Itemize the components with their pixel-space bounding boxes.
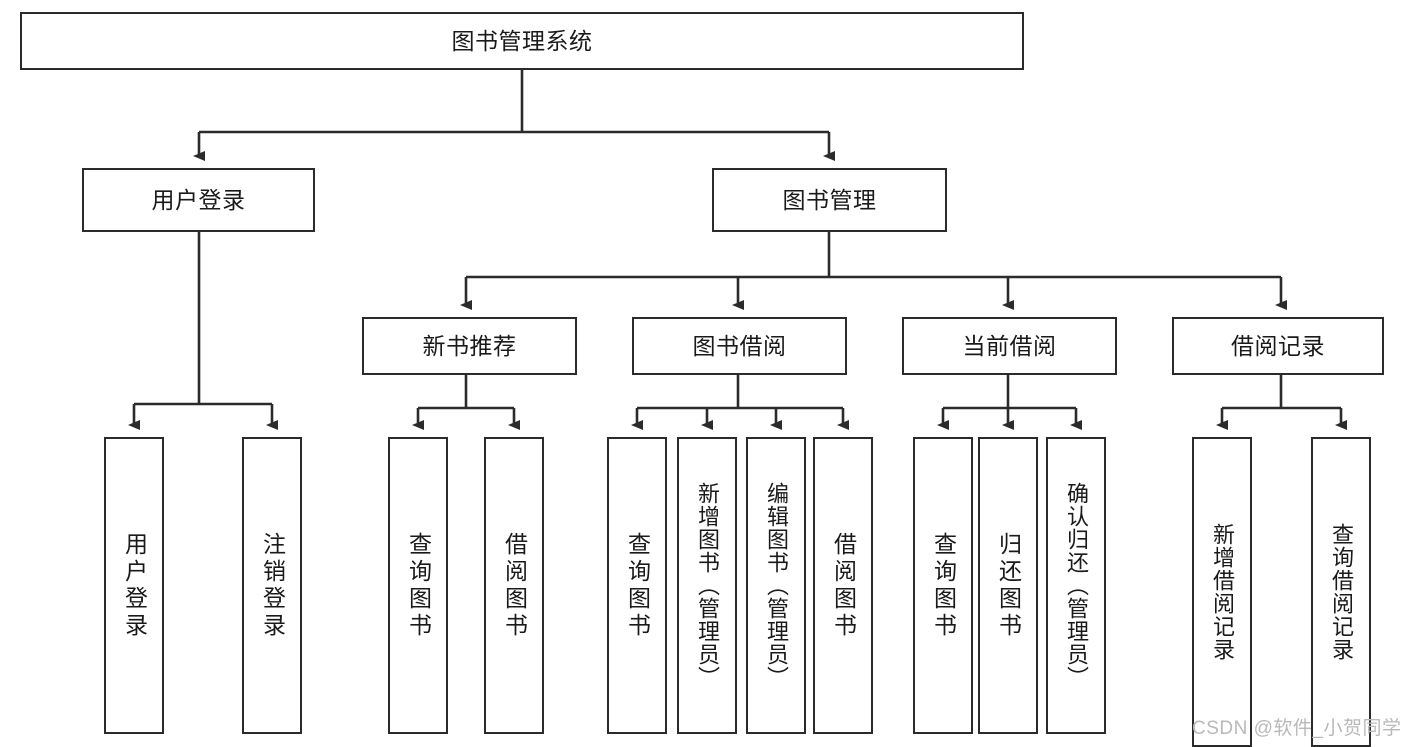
node-label: 用户登录: [151, 186, 246, 213]
node-leaf-return-book[interactable]: 归还图书: [978, 437, 1038, 734]
node-label: 归还图书: [995, 531, 1022, 640]
node-new-book-recommend[interactable]: 新书推荐: [362, 317, 577, 375]
node-label: 图书管理: [782, 186, 877, 213]
node-book-manage[interactable]: 图书管理: [712, 168, 947, 232]
node-label: 新增借阅记录: [1210, 523, 1235, 661]
node-leaf-query-record[interactable]: 查询借阅记录: [1311, 437, 1371, 747]
csdn-watermark: CSDN @软件_小贺同学: [1192, 718, 1402, 739]
node-leaf-query-book-2[interactable]: 查询图书: [607, 437, 667, 734]
node-label: 查询借阅记录: [1329, 523, 1354, 661]
node-label: 图书管理系统: [451, 27, 593, 54]
node-label: 编辑图书（管理员）: [764, 482, 789, 689]
node-label: 查询图书: [930, 531, 957, 640]
node-label: 当前借阅: [962, 332, 1057, 359]
node-leaf-add-record[interactable]: 新增借阅记录: [1192, 437, 1252, 747]
node-book-management-system[interactable]: 图书管理系统: [20, 12, 1024, 70]
node-leaf-borrow-book-2[interactable]: 借阅图书: [813, 437, 873, 734]
node-label: 借阅记录: [1231, 332, 1325, 359]
node-borrow-record[interactable]: 借阅记录: [1172, 317, 1384, 375]
node-leaf-add-book[interactable]: 新增图书（管理员）: [677, 437, 737, 734]
node-label: 图书借阅: [692, 332, 787, 359]
node-label: 借阅图书: [501, 531, 528, 640]
node-label: 新书推荐: [422, 332, 517, 359]
node-label: 用户登录: [121, 531, 148, 640]
node-leaf-query-book-3[interactable]: 查询图书: [913, 437, 973, 734]
node-label: 借阅图书: [830, 531, 857, 640]
node-label: 确认归还（管理员）: [1064, 482, 1089, 689]
node-label: 查询图书: [405, 531, 432, 640]
node-label: 查询图书: [624, 531, 651, 640]
node-label: 新增图书（管理员）: [695, 482, 720, 689]
node-user-login[interactable]: 用户登录: [82, 168, 315, 232]
node-leaf-user-login[interactable]: 用户登录: [104, 437, 164, 734]
node-current-borrow[interactable]: 当前借阅: [902, 317, 1117, 375]
node-leaf-logout-login[interactable]: 注销登录: [242, 437, 302, 734]
node-leaf-query-book-1[interactable]: 查询图书: [388, 437, 448, 734]
node-leaf-borrow-book-1[interactable]: 借阅图书: [484, 437, 544, 734]
node-label: 注销登录: [259, 531, 286, 640]
node-leaf-confirm-return[interactable]: 确认归还（管理员）: [1046, 437, 1106, 734]
node-leaf-edit-book[interactable]: 编辑图书（管理员）: [746, 437, 806, 734]
node-book-borrow[interactable]: 图书借阅: [632, 317, 847, 375]
